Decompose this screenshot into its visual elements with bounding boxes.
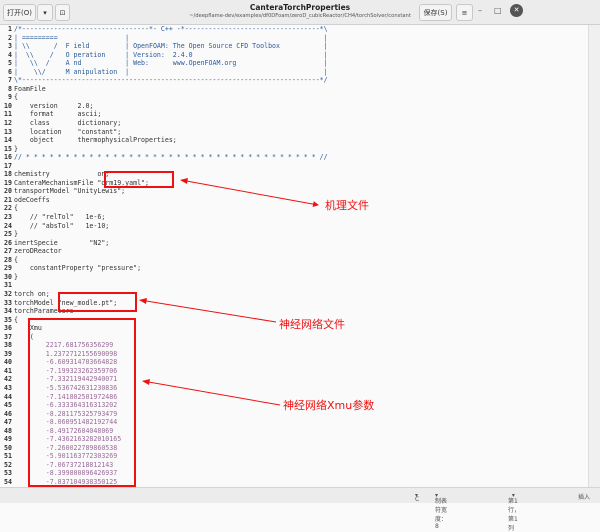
tab-width-selector[interactable]: 制表符宽度：8 ▾ — [435, 492, 438, 499]
arrow-model — [140, 300, 276, 322]
annotation-arrows — [0, 0, 600, 503]
tab-width-label: 制表符宽度：8 — [435, 496, 447, 530]
cursor-position-label: 第1行，第1列 — [508, 496, 520, 532]
annotation-mechanism: 机理文件 — [325, 197, 369, 213]
cursor-position[interactable]: 第1行，第1列 ▾ — [508, 492, 515, 499]
arrowhead-model — [139, 298, 147, 304]
arrowhead-xmu — [142, 379, 150, 385]
annotation-xmu: 神经网络Xmu参数 — [283, 397, 374, 413]
arrowhead-mechanism — [180, 178, 188, 184]
language-selector[interactable]: C ▾ — [415, 492, 418, 499]
arrow-mechanism — [181, 180, 318, 205]
arrow-xmu — [143, 381, 280, 405]
annotation-model: 神经网络文件 — [279, 316, 345, 332]
language-label: C — [415, 496, 419, 503]
insert-mode: 插入 — [578, 492, 590, 501]
status-bar: C ▾ 制表符宽度：8 ▾ 第1行，第1列 ▾ 插入 — [0, 487, 600, 503]
